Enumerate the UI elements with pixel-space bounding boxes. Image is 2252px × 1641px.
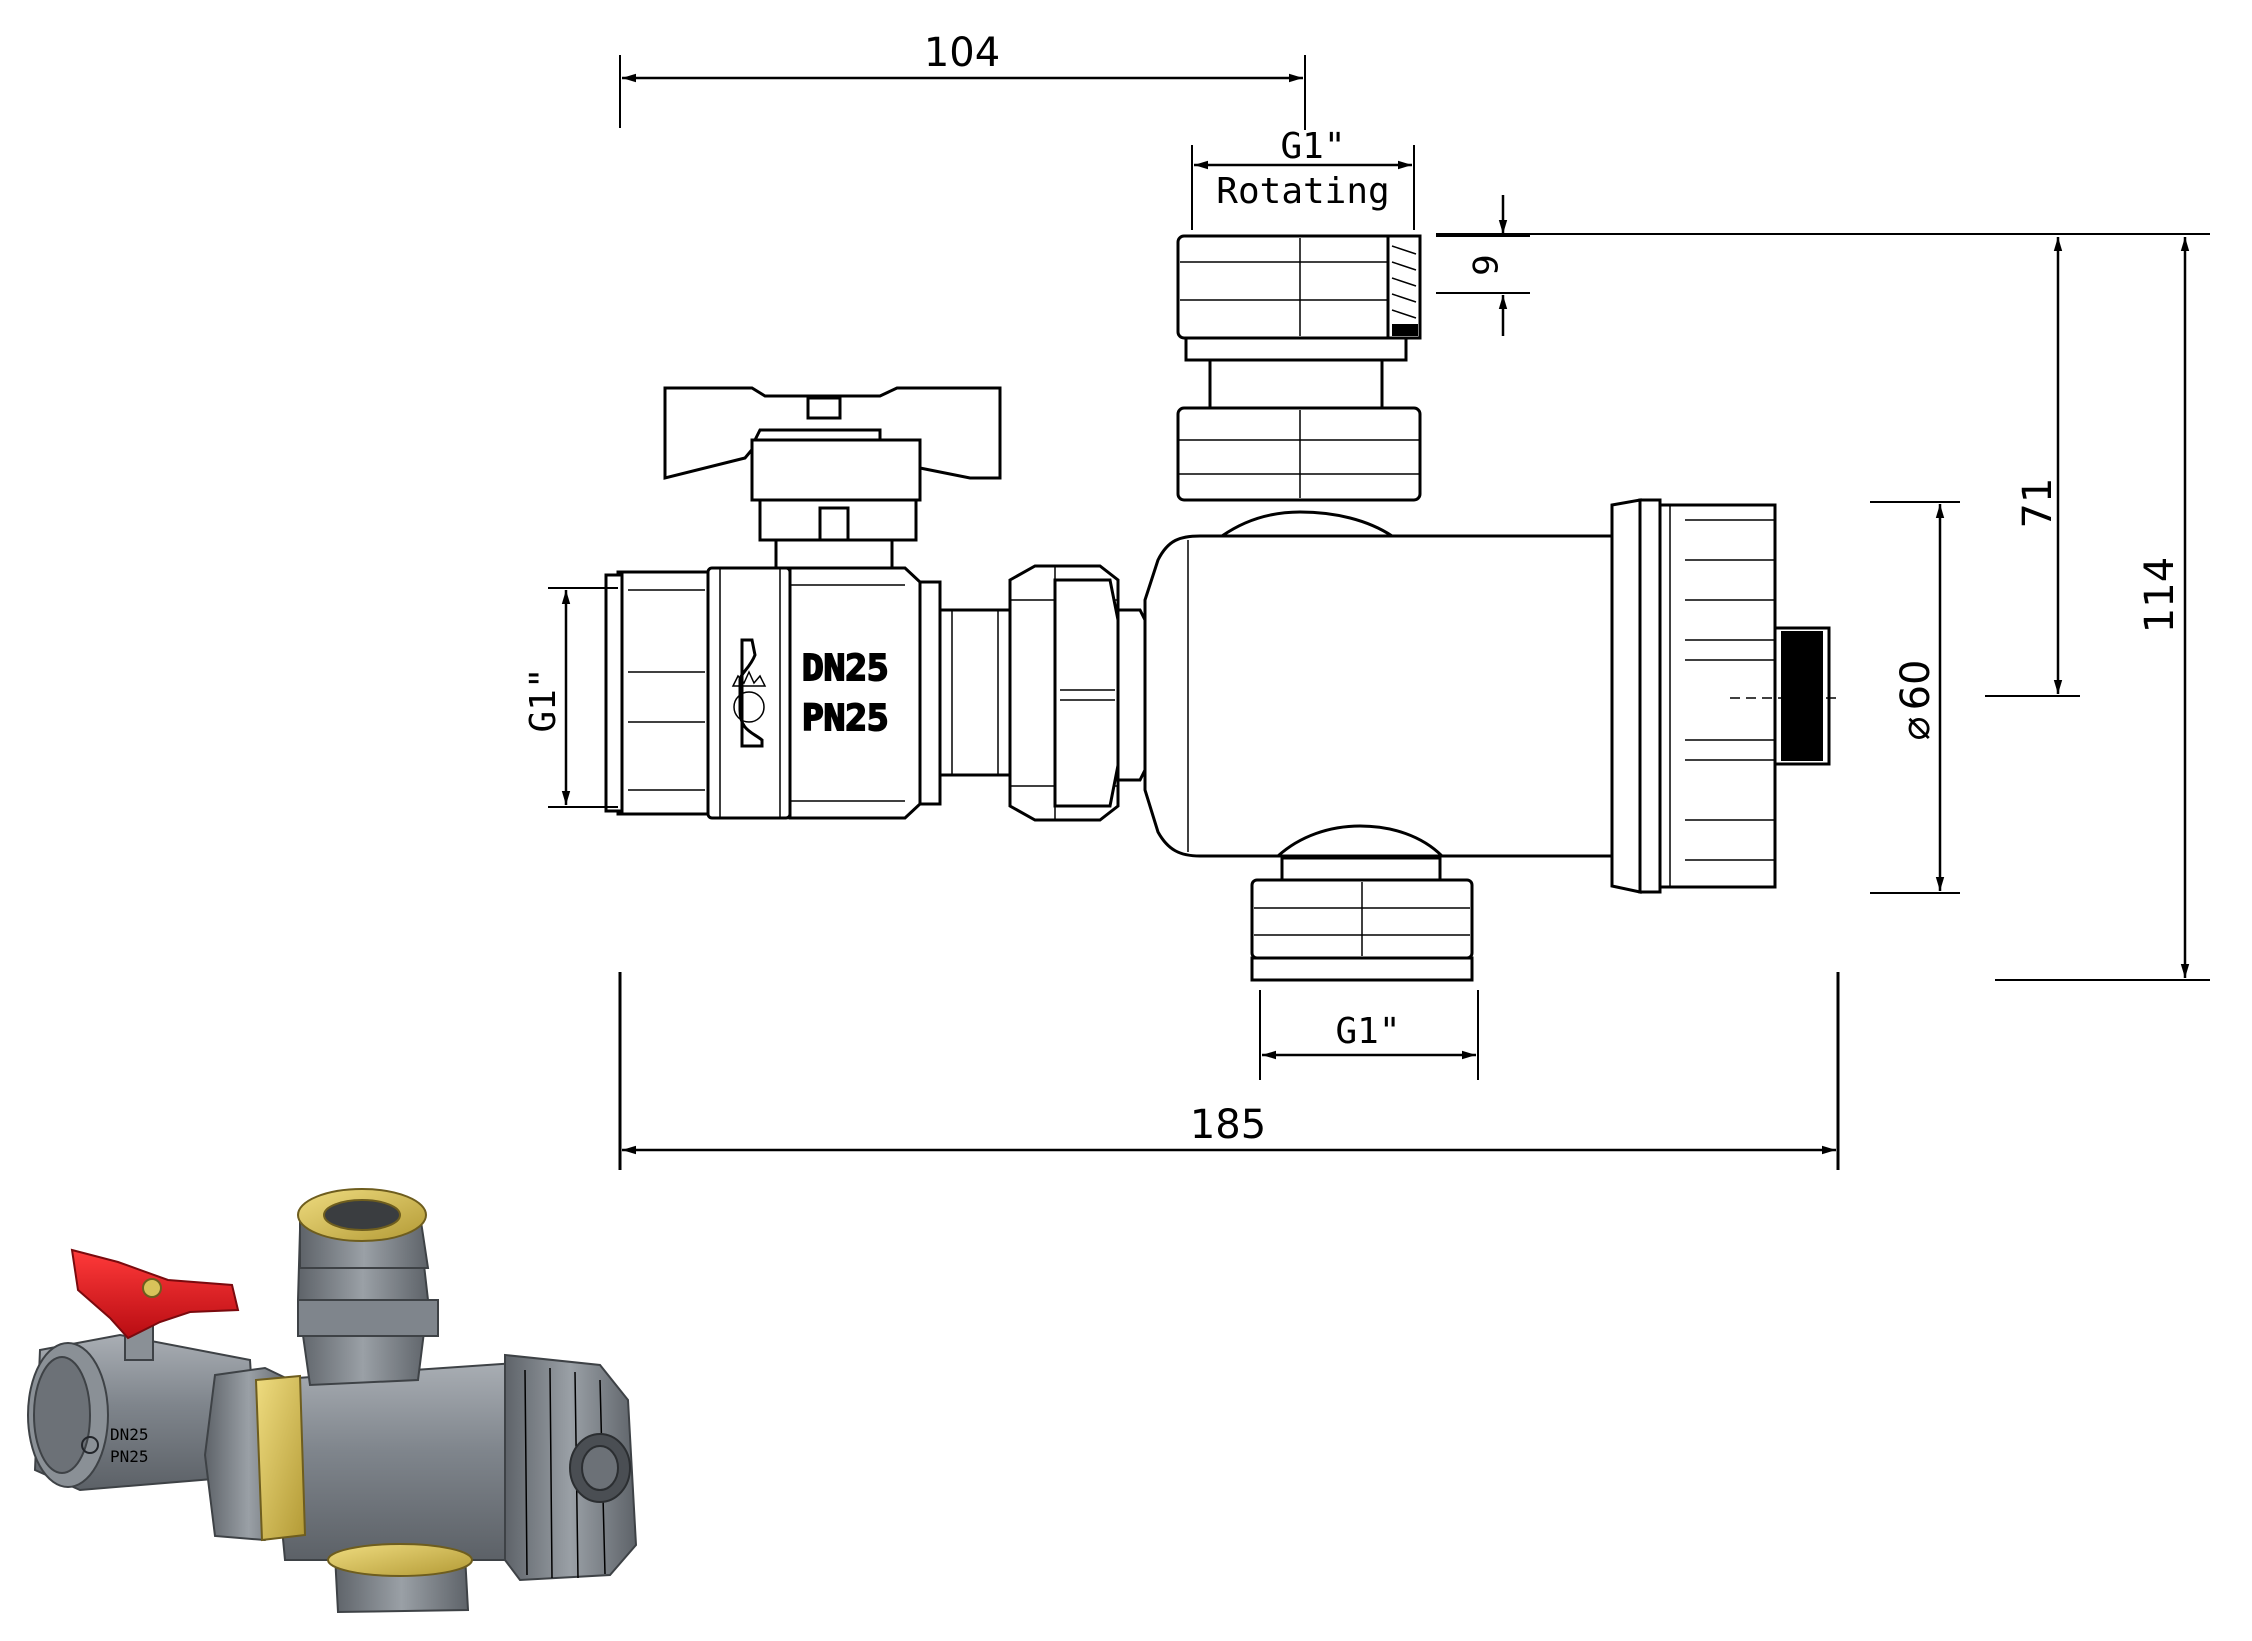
- diameter-icon: ⌀: [1893, 716, 1939, 740]
- valve-inlet-nut: [604, 566, 792, 820]
- diameter-value: 60: [1893, 660, 1939, 711]
- top-rotating-nut: [1176, 234, 1422, 538]
- dimension-top-length: 104: [924, 30, 1000, 76]
- filter-assembly-drawing: DN25 PN25: [604, 234, 1831, 982]
- render-filter-body: [266, 1360, 542, 1561]
- rotating-label: Rotating: [1216, 171, 1389, 212]
- dimension-left-thread: G1": [523, 667, 564, 732]
- filter-3d-render: DN25 PN25: [27, 1188, 638, 1614]
- dimension-nut-height: 9: [1467, 254, 1507, 276]
- dimension-body-diameter: ⌀ 60: [1893, 660, 1939, 741]
- valve-body: DN25 PN25: [731, 566, 1012, 820]
- dimension-bottom-thread: G1": [1335, 1011, 1400, 1052]
- valve-pn-marking: PN25: [802, 698, 889, 739]
- dimension-top-thread: G1": [1280, 126, 1345, 167]
- dimensions: 104 G1" Rotating 9 71 114 ⌀ 60: [523, 30, 2210, 1170]
- render-bottom-brass: [327, 1543, 473, 1577]
- bottom-nut: [1250, 824, 1474, 982]
- dimension-total-height: 114: [2137, 557, 2183, 633]
- filter-body: [1143, 498, 1831, 894]
- dimension-height-to-axis: 71: [2015, 478, 2061, 529]
- render-brass-ring: [254, 1374, 307, 1542]
- union-nut: [1008, 564, 1147, 822]
- render-pn-marking: PN25: [110, 1447, 149, 1466]
- render-dn-marking: DN25: [110, 1425, 149, 1444]
- crown-logo-icon: [731, 670, 767, 723]
- valve-dn-marking: DN25: [802, 648, 889, 689]
- valve-handle: [663, 386, 1002, 570]
- dimension-total-length: 185: [1190, 1102, 1266, 1148]
